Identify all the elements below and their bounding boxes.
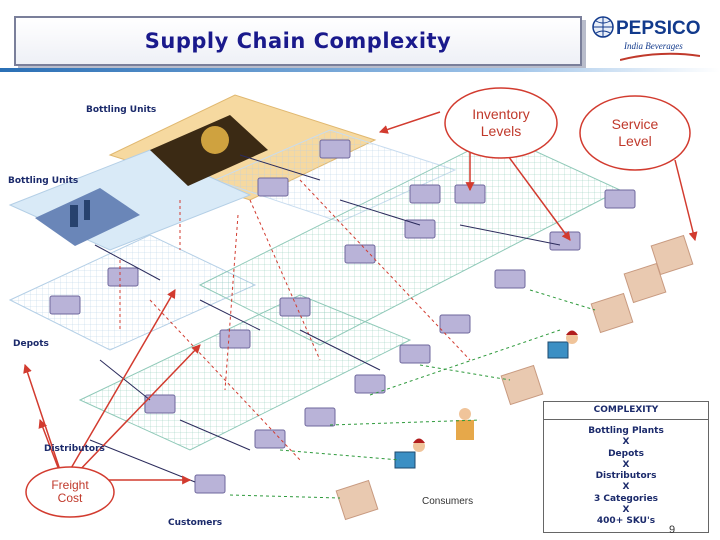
consumer-photo xyxy=(335,479,379,521)
depot-unit xyxy=(399,344,431,364)
complexity-line: Distributors xyxy=(595,471,657,482)
globe-icon xyxy=(592,16,614,38)
consumer-photo xyxy=(590,292,634,334)
complexity-line: Depots xyxy=(608,448,644,459)
supply-chain-diagram xyxy=(8,87,698,521)
depot-unit xyxy=(404,219,436,239)
depot-unit xyxy=(254,429,286,449)
complexity-line: X xyxy=(622,437,630,448)
bottling-photo-top xyxy=(150,115,268,186)
page-number: 9 xyxy=(669,524,676,536)
pepsico-logo: PEPSICO India Beverages xyxy=(590,12,715,64)
computer-user-icon xyxy=(547,330,578,359)
label-bottling-units-top: Bottling Units xyxy=(86,105,157,115)
complexity-line: X xyxy=(622,459,630,470)
person-icon xyxy=(456,408,474,440)
depot-unit xyxy=(604,189,636,209)
freight-line-2: Cost xyxy=(57,491,83,505)
complexity-line: Bottling Plants xyxy=(588,426,664,436)
depot-unit xyxy=(319,139,351,159)
freight-line-1: Freight xyxy=(51,478,89,492)
complexity-header: COMPLEXITY xyxy=(544,402,708,420)
header-rule xyxy=(0,68,720,72)
logo-wordmark: PEPSICO xyxy=(616,18,701,39)
depot-unit xyxy=(194,474,226,494)
service-level-label: Service Level xyxy=(585,116,685,150)
freight-ellipse xyxy=(25,466,115,518)
service-line-1: Service xyxy=(611,116,659,132)
service-line-2: Level xyxy=(618,133,652,149)
consumer-photo xyxy=(650,234,694,276)
depot-unit xyxy=(107,267,139,287)
bottling-photo-left xyxy=(35,188,140,246)
inventory-line-2: Levels xyxy=(480,123,522,139)
complexity-line: X xyxy=(622,505,630,516)
logo-swoosh xyxy=(620,52,700,61)
consumer-photo xyxy=(623,262,667,304)
computer-user-icon xyxy=(394,438,425,469)
depot-unit xyxy=(257,177,289,197)
complexity-line: 400+ SKU's xyxy=(596,516,656,527)
label-distributors: Distributors xyxy=(44,444,105,454)
complexity-line: X xyxy=(622,482,630,493)
inventory-ellipse xyxy=(444,87,558,159)
service-ellipse xyxy=(579,95,691,171)
complexity-line: 3 Categories xyxy=(593,493,659,504)
depot-unit xyxy=(304,407,336,427)
inventory-levels-label: Inventory Levels xyxy=(451,106,551,140)
depot-unit xyxy=(279,297,311,317)
logo-subtitle: India Beverages xyxy=(624,41,683,51)
depot-unit xyxy=(494,269,526,289)
complexity-box: COMPLEXITY Bottling Plants X Depots X Di… xyxy=(543,401,709,533)
label-bottling-units-left: Bottling Units xyxy=(8,176,79,186)
depot-unit xyxy=(549,231,581,251)
freight-cost-label: Freight Cost xyxy=(30,479,110,505)
slide-title: Supply Chain Complexity xyxy=(144,29,452,53)
depot-unit xyxy=(439,314,471,334)
depot-unit xyxy=(144,394,176,414)
label-customers: Customers xyxy=(168,518,223,528)
label-depots: Depots xyxy=(13,339,49,349)
depot-unit xyxy=(219,329,251,349)
depot-unit xyxy=(344,244,376,264)
depot-unit xyxy=(49,295,81,315)
title-box: Supply Chain Complexity xyxy=(14,16,582,66)
depot-unit xyxy=(354,374,386,394)
consumer-photo xyxy=(500,364,544,406)
inventory-line-1: Inventory xyxy=(472,106,530,122)
label-consumers: Consumers xyxy=(422,496,474,507)
depot-unit xyxy=(409,184,441,204)
